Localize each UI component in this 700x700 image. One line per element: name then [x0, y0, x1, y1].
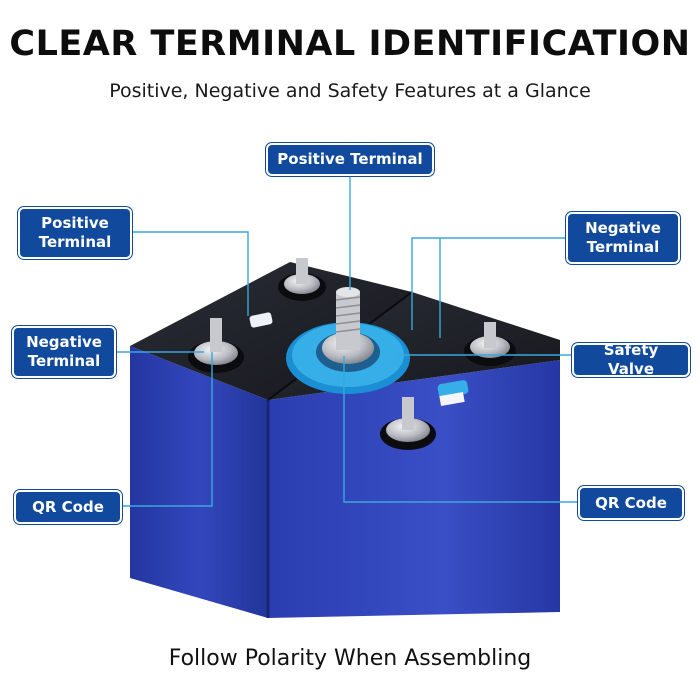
page-title: CLEAR TERMINAL IDENTIFICATION: [9, 24, 691, 64]
leader-lines: [116, 176, 578, 507]
leader-negative-right: [411, 237, 566, 330]
callout-positive-terminal-left: Positive Terminal: [18, 207, 132, 259]
callout-negative-terminal-right: Negative Terminal: [566, 212, 680, 264]
callout-qr-code-right: QR Code: [578, 486, 684, 520]
terminal-left-back: [278, 258, 326, 301]
right-cell-front-face: [268, 360, 560, 618]
callout-safety-valve: Safety Valve: [572, 341, 690, 378]
callout-qr-code-left: QR Code: [14, 490, 122, 524]
terminal-right-back: [464, 322, 516, 366]
bolt-icon: [210, 318, 222, 352]
qr-sticker-icon: [439, 391, 465, 407]
page-subtitle: Positive, Negative and Safety Features a…: [109, 80, 591, 102]
footer-note: Follow Polarity When Assembling: [168, 646, 532, 671]
bolt-icon: [296, 258, 308, 284]
leader-positive-left: [132, 231, 249, 316]
safety-valve: [286, 287, 410, 394]
callout-positive-terminal-top: Positive Terminal: [266, 143, 434, 176]
terminal-right-front: [380, 397, 436, 450]
callout-negative-terminal-left: Negative Terminal: [12, 326, 116, 378]
leader-qr-left: [122, 352, 213, 507]
terminal-left-front: [188, 318, 244, 373]
bolt-icon: [484, 322, 496, 348]
left-cell-front-face: [130, 346, 268, 618]
qr-sticker-icon: [249, 312, 273, 328]
qr-sticker-right: [437, 380, 469, 407]
leader-qr-right: [343, 356, 578, 503]
bolt-icon: [402, 397, 414, 430]
qr-sticker-left: [249, 312, 273, 328]
